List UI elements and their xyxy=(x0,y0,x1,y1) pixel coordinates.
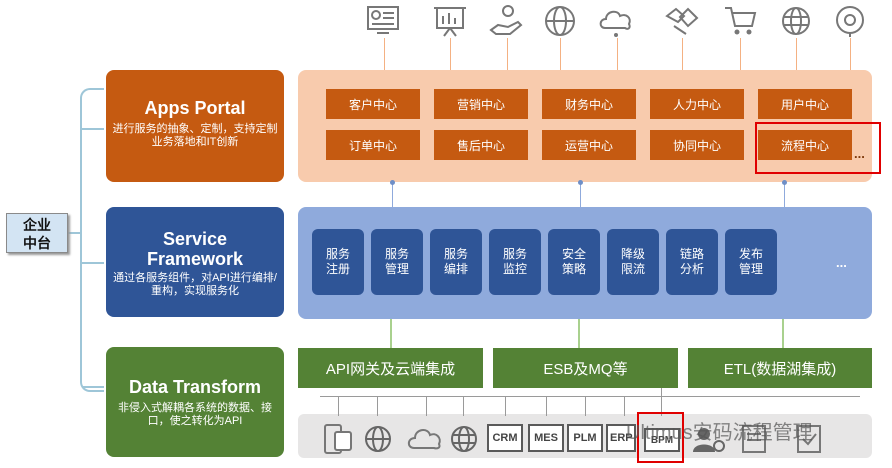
cloud-icon xyxy=(407,429,441,450)
cloud-network-icon xyxy=(599,10,631,37)
connector-line xyxy=(682,38,683,70)
center-box: 客户中心 xyxy=(326,89,420,119)
service-framework-box: Service Framework 通过各服务组件，对API进行编排/重构，实现… xyxy=(106,207,284,317)
bracket-tick xyxy=(82,128,104,130)
service-item: 链路分析 xyxy=(666,229,718,295)
data-transform-box: Data Transform 非侵入式解耦各系统的数据、接口，使之转化为API xyxy=(106,347,284,457)
connector-line xyxy=(390,319,392,348)
connector-line xyxy=(782,319,784,348)
service-more: ... xyxy=(836,255,847,270)
connector-line xyxy=(740,38,741,70)
apps-portal-title: Apps Portal xyxy=(144,98,246,118)
connector-node xyxy=(578,180,583,185)
service-framework-desc: 通过各服务组件，对API进行编排/重构，实现服务化 xyxy=(113,272,277,297)
document-icon xyxy=(742,425,766,453)
connector-line xyxy=(507,38,508,70)
data-transform-desc: 非侵入式解耦各系统的数据、接口，使之转化为API xyxy=(118,402,272,427)
service-framework-title-line2: Framework xyxy=(146,249,244,269)
data-item: API网关及云端集成 xyxy=(298,348,483,388)
bracket xyxy=(80,88,104,392)
enterprise-title-line1: 企业 xyxy=(23,217,51,233)
presentation-board-icon xyxy=(434,7,466,37)
data-transform-title: Data Transform xyxy=(128,377,262,397)
connector-line xyxy=(624,396,625,416)
brain-gear-icon xyxy=(836,6,864,37)
watermark: Ultimus安码流程管理 xyxy=(626,422,813,444)
globe-network-icon xyxy=(545,6,575,36)
center-box: 运营中心 xyxy=(542,130,636,160)
service-item: 服务监控 xyxy=(489,229,541,295)
apps-portal-desc: 进行服务的抽象、定制，支持定制业务落地和IT创新 xyxy=(112,123,278,148)
connector-line xyxy=(580,182,581,207)
center-box: 人力中心 xyxy=(650,89,744,119)
bracket-tick xyxy=(82,262,104,264)
highlight-box xyxy=(755,122,881,174)
apps-portal-box: Apps Portal 进行服务的抽象、定制，支持定制业务落地和IT创新 xyxy=(106,70,284,182)
service-item: 服务管理 xyxy=(371,229,423,295)
handshake-icon xyxy=(665,7,699,35)
connector-line xyxy=(796,38,797,70)
system-crm: CRM xyxy=(487,424,523,452)
enterprise-label: 企业 中台 xyxy=(6,213,68,253)
apps-more: ... xyxy=(854,146,865,161)
connector-line xyxy=(392,182,393,207)
highlight-box xyxy=(637,412,684,463)
connector-line xyxy=(661,388,662,416)
center-box: 财务中心 xyxy=(542,89,636,119)
service-item: 服务注册 xyxy=(312,229,364,295)
system-mes: MES xyxy=(528,424,564,452)
connector-line xyxy=(384,38,385,70)
globe-icon xyxy=(782,7,810,35)
connector-line xyxy=(338,396,339,416)
center-box: 营销中心 xyxy=(434,89,528,119)
service-item: 服务编排 xyxy=(430,229,482,295)
center-box: 售后中心 xyxy=(434,130,528,160)
shopping-cart-icon xyxy=(725,7,757,35)
mobile-device-icon xyxy=(324,424,352,454)
service-item: 安全策略 xyxy=(548,229,600,295)
system-erp: ERP xyxy=(606,424,636,452)
connector-line xyxy=(505,396,506,416)
connector-node xyxy=(390,180,395,185)
globe-icon xyxy=(451,426,477,452)
connector-line xyxy=(578,319,580,348)
connector-line xyxy=(546,396,547,416)
data-item: ETL(数据湖集成) xyxy=(688,348,872,388)
service-framework-title-line1: Service xyxy=(162,229,228,249)
center-box: 订单中心 xyxy=(326,130,420,160)
bracket-connector xyxy=(68,232,82,234)
system-plm: PLM xyxy=(567,424,603,452)
systems-bus-line xyxy=(320,396,860,397)
service-item: 降级限流 xyxy=(607,229,659,295)
connector-line xyxy=(426,396,427,416)
user-gear-icon xyxy=(693,428,725,452)
service-item: 发布管理 xyxy=(725,229,777,295)
dashboard-icon xyxy=(367,6,399,34)
connector-node xyxy=(782,180,787,185)
document-check-icon xyxy=(797,425,821,453)
system-bpm: BPM xyxy=(644,428,680,452)
hand-money-icon xyxy=(489,5,523,35)
connector-line xyxy=(617,38,618,70)
connector-line xyxy=(463,396,464,416)
globe-icon xyxy=(365,426,391,452)
connector-line xyxy=(377,396,378,416)
center-box: 协同中心 xyxy=(650,130,744,160)
data-item: ESB及MQ等 xyxy=(493,348,678,388)
connector-line xyxy=(450,38,451,70)
center-box: 用户中心 xyxy=(758,89,852,119)
bracket-tick xyxy=(82,386,104,388)
center-box-process: 流程中心 xyxy=(758,130,852,160)
connector-line xyxy=(784,182,785,207)
apps-panel xyxy=(298,70,872,182)
connector-line xyxy=(560,38,561,70)
connector-line xyxy=(850,38,851,70)
connector-line xyxy=(585,396,586,416)
enterprise-title-line2: 中台 xyxy=(23,235,51,251)
